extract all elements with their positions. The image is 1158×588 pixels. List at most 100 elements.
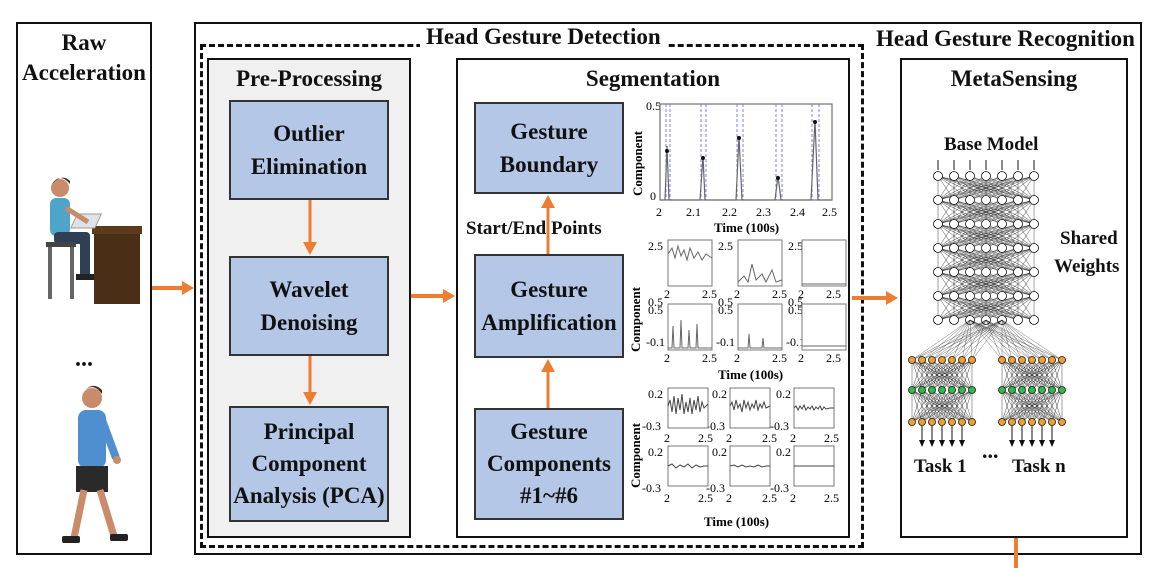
metasensing-title: MetaSensing [950,66,1078,91]
base-node [949,195,959,205]
plot3-ytop-d: 0.2 [648,445,663,459]
task-node-output [958,418,966,426]
base-node [949,267,959,277]
plot2-ybot2-a: -0.1 [646,335,665,349]
plot3-ybot-e: -0.3 [706,481,725,495]
amplification-plot-grid: Component 2.5 2.5 2.5 0.5 0.5 0.5 0.5 0.… [628,239,847,382]
task-node-hidden [948,386,956,394]
task-node-hidden [968,386,976,394]
base-node [1013,243,1023,253]
task-output-arrow [949,440,955,447]
task-node-hidden [1038,386,1046,394]
plot3-ybot-c: -0.3 [770,419,789,433]
plot1-ytick-top: 0.5 [646,99,661,113]
pca-line1: Principal [263,418,355,444]
plot3-xlabel: Time (100s) [704,514,769,529]
plot2-xt2-c: 2.5 [826,287,841,301]
arrow-raw-to-detection [152,281,194,295]
plot1-ytick-bottom: 0 [650,189,656,203]
raw-ellipsis: ... [75,346,93,372]
task-node-input [948,356,956,364]
base-node [997,267,1007,277]
plot2-xt2-a: 2.5 [702,287,717,301]
task-output-arrow [1019,440,1025,447]
task-output-arrow [1029,440,1035,447]
arrow-outlier-to-wavelet [303,200,317,255]
base-node [1013,219,1023,229]
task-node-hidden [928,386,936,394]
plot3-xt1-f: 2 [790,491,796,505]
plot1-xtick-4: 2.4 [790,205,805,219]
plot2-ytop-a: 2.5 [648,239,663,253]
task-node-output [1038,418,1046,426]
plot2-ybot-c: 0.5 [788,295,803,309]
base-node [981,195,991,205]
plot1-xtick-0: 2 [656,205,662,219]
task-node-input [968,356,976,364]
meta-network-diagram [908,160,1066,447]
base-node [965,291,975,301]
task-node-input [1028,356,1036,364]
recognition-title: Head Gesture Recognition [874,26,1137,52]
boundary-line2: Boundary [499,152,599,177]
base-node [981,267,991,277]
plot2-ylabel: Component [628,286,643,352]
task-node-hidden [1008,386,1016,394]
bottom-output-line [1014,538,1018,568]
task-output-arrow [939,440,945,447]
task-node-input [1018,356,1026,364]
task-node-output [1048,418,1056,426]
plot1-xtick-2: 2.2 [722,205,737,219]
plot3-xt1-c: 2 [790,431,796,445]
sitting-person-icon [46,177,142,304]
base-node [1029,315,1039,325]
base-node [1029,291,1039,301]
amplification-line2: Amplification [481,310,617,335]
base-node [1013,267,1023,277]
task-node-input [1008,356,1016,364]
task-node-output [1058,418,1066,426]
boundary-plot: Component 0.5 0 2 2.1 2.2 2.3 2.4 2.5 Ti… [630,99,837,235]
base-node [933,315,943,325]
task-node-input [928,356,936,364]
taskn-label: Task n [1012,456,1066,477]
task1-label: Task 1 [914,456,967,477]
components-line3: #1~#6 [520,483,578,509]
base-node [933,219,943,229]
plot2-xt2-f: 2.5 [826,351,841,365]
base-node [981,291,991,301]
base-node [997,291,1007,301]
base-node [1013,291,1023,301]
task-node-hidden [958,386,966,394]
plot2-xt1-b: 2 [734,287,740,301]
base-node [949,219,959,229]
base-node [981,243,991,253]
plot2-ybot2-c: -0.1 [786,335,805,349]
plot3-xt1-a: 2 [664,431,670,445]
arrow-components-to-amplification [541,359,555,408]
plot3-xt1-d: 2 [664,491,670,505]
plot3-ybot-a: -0.3 [642,419,661,433]
base-node [965,195,975,205]
base-node [981,171,991,181]
plot3-xt2-f: 2.5 [824,491,839,505]
plot3-ylabel: Component [628,422,643,488]
arrow-amplification-to-boundary [541,195,555,254]
task-node-output [1018,418,1026,426]
amplification-line1: Gesture [510,276,588,302]
outlier-line2: Elimination [250,154,368,179]
task-node-hidden [918,386,926,394]
base-node [949,243,959,253]
plot3-xticks: 2 2.5 2 2.5 2 2.5 2 2.5 2 2.5 2 2.5 [664,431,839,505]
base-node [949,315,959,325]
base-node [1029,243,1039,253]
task-output-arrow [1039,440,1045,447]
base-node [1029,219,1039,229]
base-node [965,171,975,181]
base-node [965,219,975,229]
pca-line2: Component [251,450,367,476]
task-node-input [1048,356,1056,364]
